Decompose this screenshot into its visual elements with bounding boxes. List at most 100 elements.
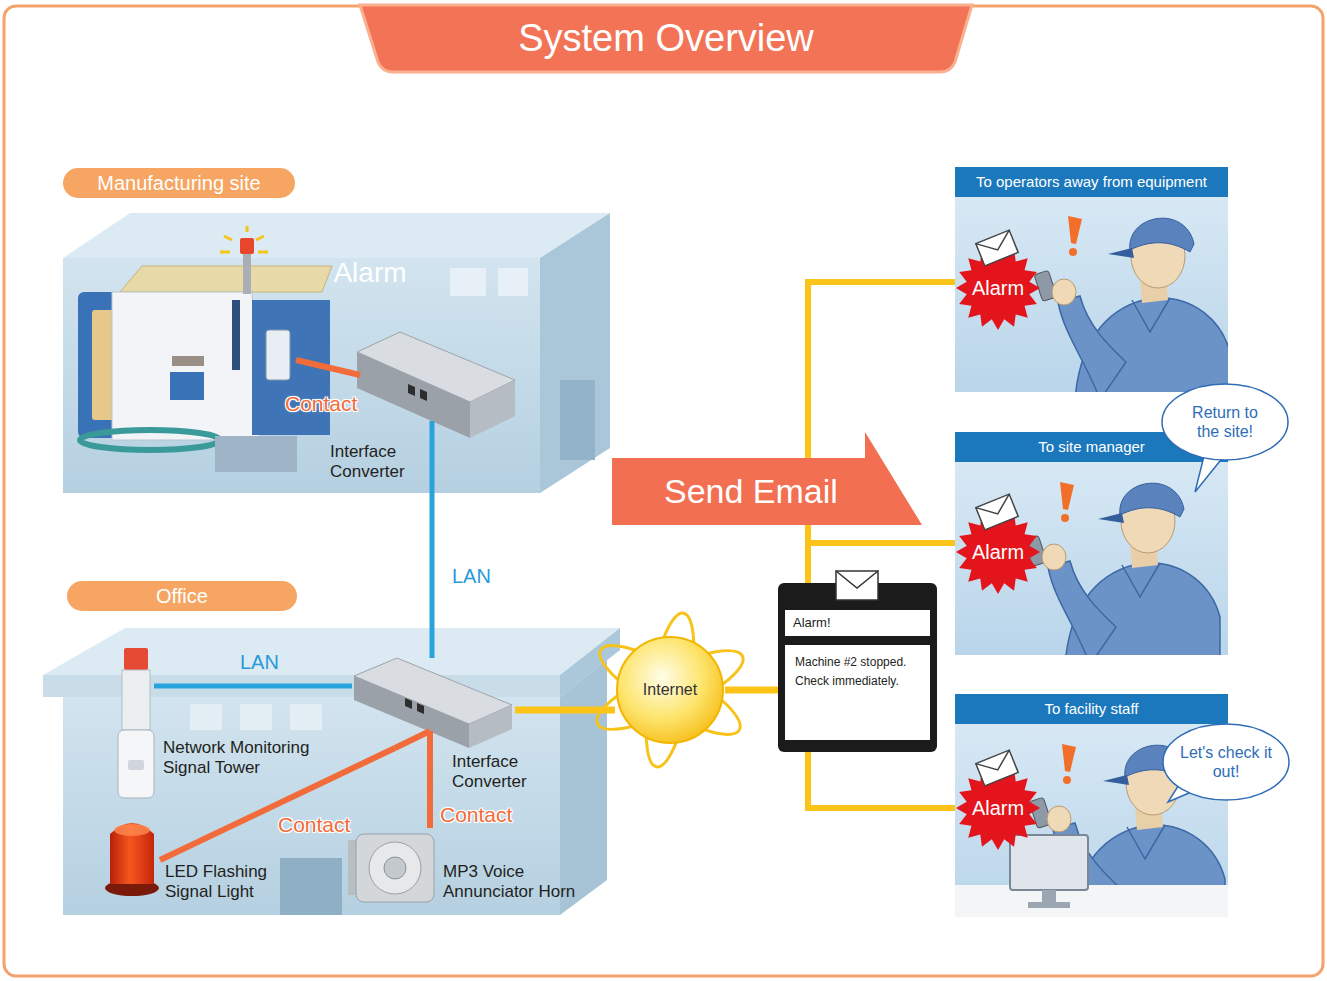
signal-tower (122, 670, 150, 730)
contact-wire (296, 360, 360, 375)
speech-bubble-text: Let's check it out! (1176, 743, 1276, 781)
alarm-burst: Alarm (305, 208, 435, 338)
recipient-panel (1068, 216, 1082, 256)
signal-tower (128, 760, 144, 770)
speech-bubble (1162, 384, 1288, 492)
machine-tool (170, 372, 204, 400)
internet-orbit (637, 610, 703, 771)
recipient-panel: To operators away from equipmentAlarmRet… (955, 167, 1228, 392)
alarm-text: Alarm (972, 541, 1024, 564)
network-label: Internet (643, 681, 697, 699)
alarm-text: Alarm (333, 257, 406, 289)
frame (4, 6, 1323, 976)
recipient-panel (976, 230, 1018, 266)
office-building (280, 858, 342, 915)
interface-converter (420, 389, 427, 401)
email-body: Machine #2 stopped. Check immediately. (785, 645, 930, 740)
interface-converter (469, 705, 512, 748)
recipient-panel: To facility staffAlarmLet's check it out… (955, 694, 1228, 917)
voice-horn (348, 834, 434, 902)
interface-converter (354, 658, 512, 748)
signal-tower (118, 648, 154, 798)
recipient-panel (955, 885, 1228, 917)
recipient-panel (1062, 744, 1076, 784)
recipient-panel (955, 694, 1228, 927)
title-banner (360, 5, 972, 72)
contact-wire (296, 360, 360, 375)
connector-label: Contact (278, 813, 350, 837)
interface-converter (405, 698, 412, 709)
interface-converter (417, 703, 424, 714)
recipient-panel (955, 694, 1228, 724)
office-building (190, 704, 222, 730)
recipient-panel (955, 167, 1230, 400)
connector-label: Contact (440, 803, 512, 827)
device-label: Interface Converter (330, 442, 415, 482)
recipient-panel (955, 432, 1228, 665)
speech-bubble (1183, 781, 1194, 788)
machine-tool (240, 238, 254, 254)
factory-building (540, 213, 610, 493)
envelope-icon (834, 569, 880, 603)
signal-tower (118, 730, 154, 798)
title-banner (360, 5, 972, 72)
region-heading: Manufacturing site (63, 168, 295, 198)
machine-tool (112, 292, 260, 440)
machine-tool (266, 330, 290, 380)
email-line (808, 752, 955, 808)
recipient-panel (1060, 482, 1074, 522)
device-label: Network Monitoring Signal Tower (163, 738, 333, 778)
lan-cable (430, 440, 435, 658)
office-building (240, 704, 272, 730)
machine-tool (243, 250, 251, 294)
recipient-panel (976, 750, 1018, 786)
speech-bubble-text: Return to the site! (1185, 403, 1265, 441)
factory-building (498, 268, 528, 296)
recipient-panel (1010, 835, 1088, 890)
contact-wire (427, 748, 433, 828)
interface-converter (354, 676, 469, 748)
recipient-panel (1028, 902, 1070, 908)
machine-tool (172, 356, 204, 366)
manufacturing-site: Manufacturing siteAlarmInterface Convert… (55, 165, 615, 498)
led-signal-light (110, 823, 154, 884)
recipient-panel (976, 494, 1018, 530)
factory-building (450, 268, 486, 296)
led-signal-light (114, 824, 150, 836)
speech-bubble (1163, 724, 1289, 800)
machine-tool (80, 430, 220, 450)
region-heading: Office (67, 581, 297, 611)
recipient-panel (1034, 218, 1228, 392)
lan-cable (154, 684, 352, 689)
voice-horn (369, 842, 421, 894)
machine-tool (220, 226, 268, 252)
device-label: Interface Converter (452, 752, 542, 792)
factory-building (63, 258, 540, 493)
office-building (560, 660, 607, 915)
panel-header: To operators away from equipment (955, 167, 1228, 197)
alarm-text: Alarm (972, 797, 1024, 820)
factory-building (63, 213, 610, 258)
alarm-text: Alarm (972, 277, 1024, 300)
internet-globe: Internet (615, 635, 725, 745)
speech-bubble (1206, 450, 1222, 454)
speech-bubble (1162, 384, 1288, 460)
recipient-panel: To site managerAlarm (955, 432, 1228, 655)
email-line (808, 543, 955, 583)
factory-building (560, 380, 595, 460)
email-subject: Alarm! (785, 610, 930, 636)
voice-horn (356, 834, 434, 902)
interface-converter (470, 380, 515, 438)
envelope-icon (836, 571, 878, 600)
connector-label: LAN (240, 651, 279, 674)
recipient-panel (1034, 218, 1228, 392)
diagram-title: System Overview (360, 6, 972, 70)
send-arrow-shape (612, 432, 922, 525)
office-building (43, 628, 620, 915)
envelope-icon (836, 571, 878, 588)
signal-tower (124, 648, 148, 670)
interface-converter (430, 421, 435, 441)
email-phone: Alarm! Machine #2 stopped. Check immediat… (778, 583, 937, 752)
